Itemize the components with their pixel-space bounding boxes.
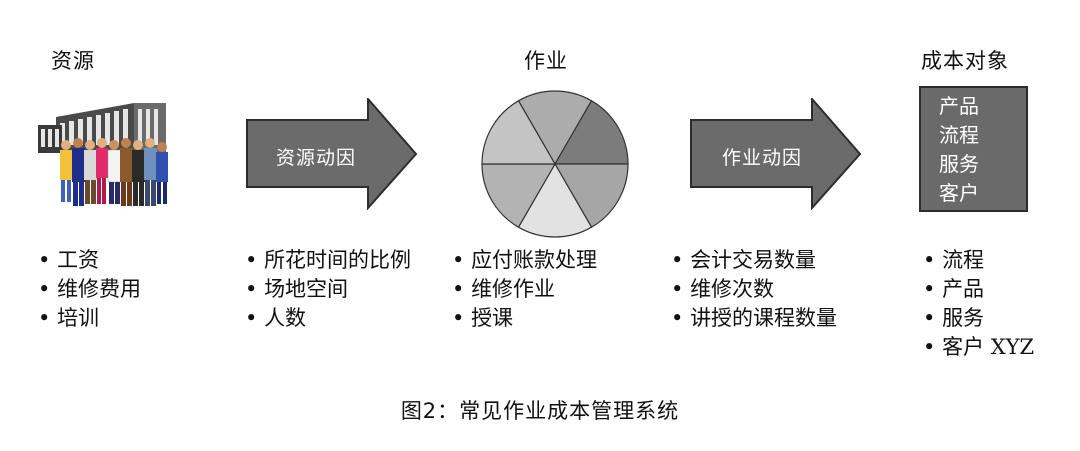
activity-driver-list: 会计交易数量 维修次数 讲授的课程数量 bbox=[671, 246, 837, 333]
activity-driver-label: 作业动因 bbox=[722, 147, 803, 169]
cost-box-item: 流程 bbox=[939, 123, 979, 147]
cost-box-item: 产品 bbox=[939, 94, 979, 118]
list-item: 服务 bbox=[923, 304, 1034, 333]
resources-list: 工资 维修费用 培训 bbox=[38, 246, 141, 333]
list-item: 工资 bbox=[38, 246, 141, 275]
people-building-illustration bbox=[38, 103, 168, 206]
activities-pie bbox=[481, 90, 629, 238]
list-item: 所花时间的比例 bbox=[245, 246, 411, 275]
list-item: 产品 bbox=[923, 275, 1034, 304]
list-item: 授课 bbox=[452, 304, 597, 333]
building-icon bbox=[38, 103, 166, 153]
activities-title: 作业 bbox=[524, 49, 568, 73]
cost-objects-title: 成本对象 bbox=[921, 49, 1009, 73]
pie-slice bbox=[481, 163, 557, 229]
resource-driver-arrow bbox=[246, 98, 418, 210]
list-item: 维修作业 bbox=[452, 275, 597, 304]
cost-objects-box: 产品 流程 服务 客户 bbox=[919, 86, 1028, 212]
pie-slice bbox=[517, 162, 593, 238]
activity-driver-arrow bbox=[690, 98, 862, 210]
resources-title: 资源 bbox=[51, 49, 95, 73]
list-item: 维修费用 bbox=[38, 275, 141, 304]
figure-caption: 图2：常见作业成本管理系统 bbox=[400, 399, 680, 423]
list-item: 培训 bbox=[38, 304, 141, 333]
list-item: 客户 XYZ bbox=[923, 333, 1034, 362]
resource-driver-label: 资源动因 bbox=[276, 147, 357, 169]
resource-driver-list: 所花时间的比例 场地空间 人数 bbox=[245, 246, 411, 333]
cost-box-item: 客户 bbox=[939, 181, 979, 205]
pie-slice bbox=[553, 99, 629, 165]
pie-slice bbox=[553, 163, 629, 229]
pie-slice bbox=[517, 90, 593, 166]
list-item: 流程 bbox=[923, 246, 1034, 275]
cost-objects-list: 流程 产品 服务 客户 XYZ bbox=[923, 246, 1034, 362]
list-item: 讲授的课程数量 bbox=[671, 304, 837, 333]
list-item: 会计交易数量 bbox=[671, 246, 837, 275]
list-item: 场地空间 bbox=[245, 275, 411, 304]
activities-list: 应付账款处理 维修作业 授课 bbox=[452, 246, 597, 333]
people-icon bbox=[60, 138, 168, 206]
cost-box-item: 服务 bbox=[939, 152, 979, 176]
list-item: 维修次数 bbox=[671, 275, 837, 304]
list-item: 人数 bbox=[245, 304, 411, 333]
list-item: 应付账款处理 bbox=[452, 246, 597, 275]
pie-slice bbox=[481, 99, 557, 165]
